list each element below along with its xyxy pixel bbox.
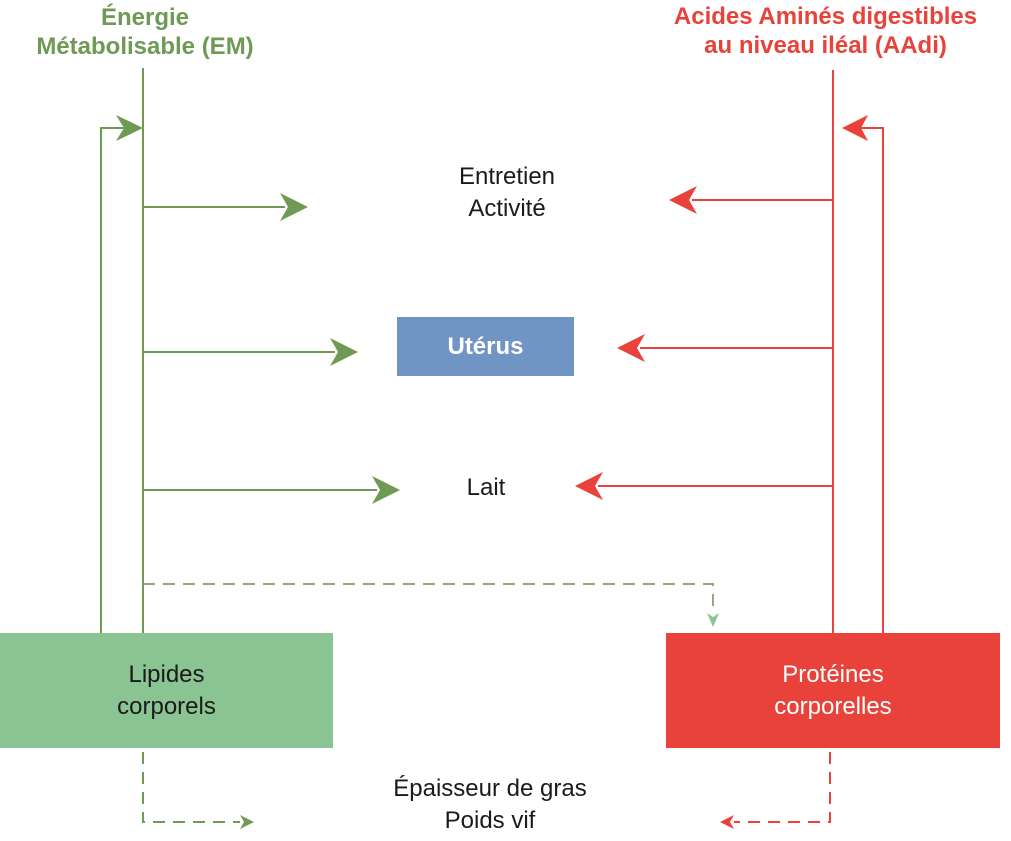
energy-to-proteins-arrowhead <box>707 613 719 627</box>
uterus-box: Utérus <box>397 317 574 376</box>
outcomes-label: Épaisseur de gras Poids vif <box>340 773 640 837</box>
energy-title-line1: Énergie <box>100 4 190 31</box>
milk-text: Lait <box>466 474 506 501</box>
lipids-to-outcomes-dashed-line <box>142 752 240 823</box>
proteins-to-outcomes-dashed-line <box>734 752 831 823</box>
lipids-feedback-line <box>100 127 125 633</box>
lipids-line1: Lipides <box>128 660 205 688</box>
milk-label: Lait <box>426 472 546 504</box>
proteins-line1: Protéines <box>782 660 884 688</box>
amino-title-line1: Acides Aminés digestibles <box>673 3 978 30</box>
outcomes-line2: Poids vif <box>444 807 536 834</box>
energy-to-proteins-dashed-line <box>143 583 714 612</box>
proteins-feedback-arrowhead <box>842 115 868 141</box>
amino-to-uterus-arrowhead <box>617 334 645 362</box>
amino-to-maintenance-arrowhead <box>669 186 697 214</box>
proteins-box: Protéines corporelles <box>666 633 1000 748</box>
amino-to-milk-arrowhead <box>575 472 603 500</box>
lipids-feedback-arrowhead <box>116 115 143 141</box>
proteins-feedback-line <box>860 127 884 633</box>
energy-to-milk-arrowhead <box>372 476 400 504</box>
energy-title-line2: Métabolisable (EM) <box>36 33 254 60</box>
maintenance-label: Entretien Activité <box>387 161 627 225</box>
outcomes-line1: Épaisseur de gras <box>393 775 587 802</box>
maintenance-line1: Entretien <box>458 163 556 190</box>
proteins-line2: corporelles <box>774 692 892 720</box>
energy-to-maintenance-arrowhead <box>280 193 308 221</box>
energy-source-title: Énergie Métabolisable (EM) <box>0 3 290 61</box>
amino-title-line2: au niveau iléal (AAdi) <box>704 32 947 59</box>
maintenance-line2: Activité <box>468 195 546 222</box>
lipids-box: Lipides corporels <box>0 633 333 748</box>
proteins-to-outcomes-arrowhead <box>720 815 734 829</box>
amino-source-title: Acides Aminés digestibles au niveau iléa… <box>640 2 1011 60</box>
uterus-label: Utérus <box>447 332 524 360</box>
energy-to-uterus-arrowhead <box>330 338 358 366</box>
lipids-to-outcomes-arrowhead <box>240 815 254 829</box>
lipids-line2: corporels <box>117 692 216 720</box>
